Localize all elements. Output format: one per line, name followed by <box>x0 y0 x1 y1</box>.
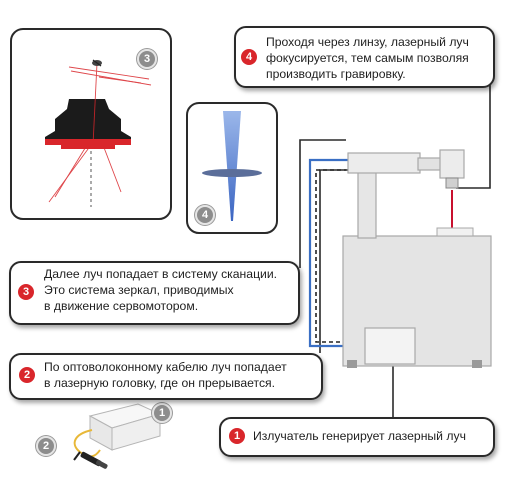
callout-line: в движение сервомотором. <box>44 299 199 313</box>
scanner-mirror <box>92 59 102 67</box>
focus-lens <box>202 169 262 177</box>
callout-line: производить гравировку. <box>266 67 406 81</box>
callout-line: Далее луч попадает в систему сканации. <box>44 267 278 281</box>
workpiece <box>436 227 474 237</box>
machine-arm <box>347 152 421 174</box>
fiber-blue-path <box>308 158 368 348</box>
fiber-dashed-path <box>315 169 368 343</box>
callout-emitter-text: Излучатель генерирует лазерный луч <box>253 428 466 444</box>
callout-lens-focus-badge: 4 <box>241 49 257 65</box>
focused-beam <box>223 111 241 221</box>
callout-fiber-cable-badge: 2 <box>19 367 35 383</box>
machine-foot-left <box>347 360 357 368</box>
callout-fiber-cable-text: По оптоволоконному кабелю луч попадает в… <box>44 359 287 391</box>
callout-line: Это система зеркал, приводимых <box>44 283 234 297</box>
callout-line: Излучатель генерирует лазерный луч <box>253 429 466 443</box>
scanner-panel <box>10 28 172 220</box>
callout-line: По оптоволоконному кабелю луч попадает <box>44 360 287 374</box>
laser-head <box>439 149 465 179</box>
callout-scanning-system <box>9 261 300 325</box>
callout-lens-focus-text: Проходя через линзу, лазерный луч фокуси… <box>266 34 469 82</box>
callout-scanning-system-text: Далее луч попадает в систему сканации. Э… <box>44 266 277 314</box>
callout-fiber-cable <box>9 353 323 400</box>
marker-fiber-cable: 2 <box>36 436 56 456</box>
callout-line: Проходя через линзу, лазерный луч <box>266 35 469 49</box>
marker-lens: 4 <box>195 205 215 225</box>
callout-emitter-badge: 1 <box>229 428 245 444</box>
machine-arm-joint <box>417 157 443 171</box>
callout-scanning-system-badge: 3 <box>18 284 34 300</box>
callout-emitter <box>219 417 495 457</box>
callout-line: в лазерную головку, где он прерывается. <box>44 376 276 390</box>
machine-foot-right <box>472 360 482 368</box>
scanner-lens-body <box>45 99 131 149</box>
callout-line: фокусируется, тем самым позволяя <box>266 51 469 65</box>
laser-nozzle <box>445 177 459 189</box>
marker-source-unit: 1 <box>152 403 172 423</box>
scanner-beam-lines <box>48 62 152 203</box>
lens-panel <box>186 102 278 234</box>
callout-lens-focus <box>234 26 495 88</box>
laser-source-box <box>364 327 416 365</box>
machine-column <box>357 164 377 239</box>
marker-scanner: 3 <box>137 49 157 69</box>
